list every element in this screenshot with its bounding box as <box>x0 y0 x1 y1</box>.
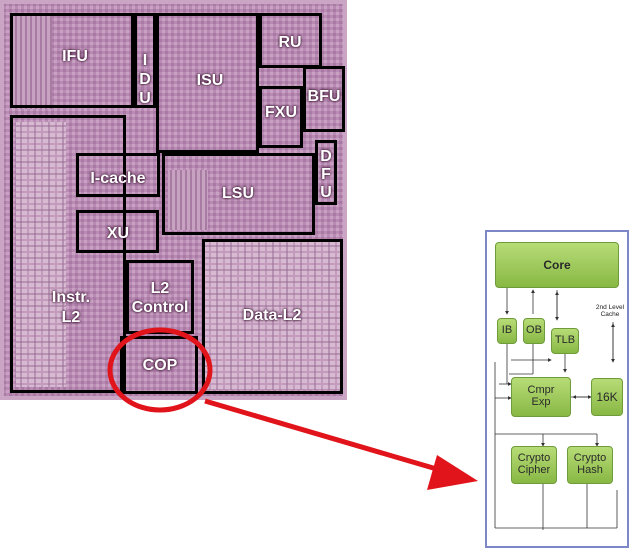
tlb-box: TLB <box>551 328 579 354</box>
fxu-block <box>259 86 303 148</box>
dfu-label-2: F <box>321 166 331 183</box>
l2-control-label-1: L2 <box>150 280 170 297</box>
dfu-label-1: D <box>320 148 332 165</box>
idu-block <box>134 13 156 108</box>
fxu-label: FXU <box>265 104 297 121</box>
instr-l2-block <box>10 115 126 393</box>
data-l2-block <box>202 239 343 394</box>
crypto-cipher-line-2: Cipher <box>517 464 551 476</box>
dfu-label-3: U <box>320 184 332 201</box>
xu-block <box>76 210 159 253</box>
crypto-hash-line-1: Crypto <box>573 452 607 465</box>
cache-note-line-2: Cache <box>600 311 620 319</box>
ob-box: OB <box>523 318 545 344</box>
crypto-cipher-box: Crypto Cipher <box>511 446 557 484</box>
crypto-hash-box: Crypto Hash <box>567 446 613 484</box>
ifu-block <box>10 13 134 108</box>
chip-die: IFU I D U ISU RU BFU FXU I-cache D F U L… <box>0 0 347 400</box>
ru-block <box>259 13 322 68</box>
idu-label-2: D <box>139 71 151 88</box>
lsu-block <box>162 153 315 235</box>
ib-box: IB <box>497 318 517 344</box>
cmpr-exp-line-1: Cmpr <box>527 384 555 397</box>
icache-label: I-cache <box>90 170 146 187</box>
zoom-arrow-shaft <box>204 398 441 473</box>
xu-label: XU <box>106 225 130 242</box>
icache-block <box>76 153 160 197</box>
cop-label: COP <box>142 357 178 374</box>
cache-note: 2nd Level Cache <box>591 304 629 318</box>
lsu-label: LSU <box>222 185 254 202</box>
ifu-label: IFU <box>62 48 88 65</box>
ru-label: RU <box>278 34 302 51</box>
cmpr-exp-line-2: Exp <box>531 396 551 408</box>
cmpr-exp-box: Cmpr Exp <box>511 377 571 417</box>
coprocessor-diagram: Core IB OB TLB 2nd Level Cache Cmpr Exp … <box>485 230 629 548</box>
idu-label-3: U <box>139 90 151 107</box>
dfu-block <box>315 140 337 205</box>
isu-block <box>156 13 259 153</box>
coprocessor-connectors <box>494 288 618 530</box>
crypto-cipher-line-1: Crypto <box>517 452 551 465</box>
isu-label: ISU <box>196 72 224 89</box>
bfu-label: BFU <box>307 88 341 105</box>
idu-label-1: I <box>142 52 148 69</box>
core-box: Core <box>495 242 619 288</box>
instr-l2-label-1: Instr. <box>51 289 91 306</box>
buffer-16k-box: 16K <box>591 378 623 416</box>
l2-control-label-2: Control <box>131 299 189 316</box>
instr-l2-label-2: L2 <box>61 309 81 326</box>
crypto-hash-line-2: Hash <box>577 464 603 476</box>
cache-note-line-1: 2nd Level <box>595 304 625 311</box>
bfu-block <box>303 66 345 132</box>
zoom-arrow-head <box>427 455 478 490</box>
data-l2-label: Data-L2 <box>242 307 302 324</box>
